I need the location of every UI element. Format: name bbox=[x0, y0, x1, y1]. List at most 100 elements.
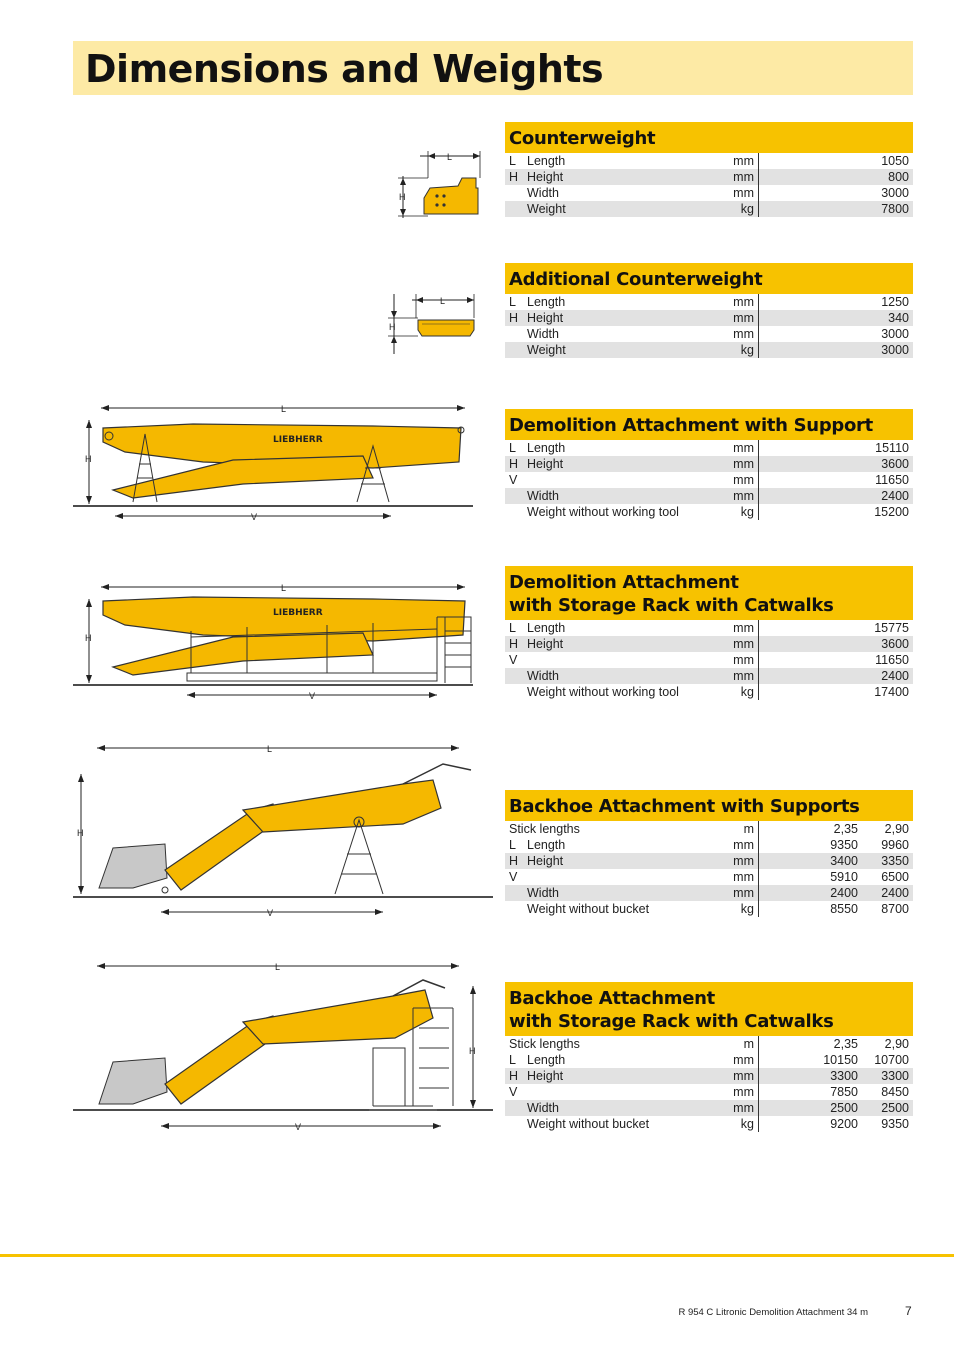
row-symbol: H bbox=[509, 854, 519, 868]
column-divider bbox=[758, 201, 759, 217]
column-divider bbox=[758, 684, 759, 700]
row-value: 2,35 bbox=[833, 1037, 858, 1051]
row-value: 11650 bbox=[875, 473, 909, 487]
row-label: Weight without bucket bbox=[527, 902, 650, 916]
row-symbol: V bbox=[509, 870, 518, 884]
table-row: H Height mm 3600 bbox=[505, 456, 913, 472]
row-value: 2,90 bbox=[884, 822, 909, 836]
row-value: 10150 bbox=[823, 1053, 858, 1067]
brand-logo: LIEBHERR bbox=[273, 435, 323, 445]
row-label: Length bbox=[527, 154, 566, 168]
row-unit: mm bbox=[733, 457, 754, 471]
column-divider bbox=[758, 1116, 759, 1132]
row-label: Stick lengths bbox=[509, 1037, 580, 1051]
dim-h-label: H bbox=[399, 192, 406, 202]
column-divider bbox=[758, 440, 759, 456]
row-label: Width bbox=[527, 186, 559, 200]
page-title: Dimensions and Weights bbox=[85, 47, 604, 91]
row-label: Length bbox=[527, 295, 566, 309]
row-unit: mm bbox=[733, 170, 754, 184]
svg-text:V: V bbox=[295, 1122, 301, 1132]
column-divider bbox=[758, 488, 759, 504]
column-divider bbox=[758, 1036, 759, 1052]
row-label: Width bbox=[527, 1101, 559, 1115]
svg-text:H: H bbox=[85, 454, 92, 464]
column-divider bbox=[758, 342, 759, 358]
row-label: Height bbox=[527, 457, 564, 471]
row-value: 2400 bbox=[881, 669, 909, 683]
row-value: 2,90 bbox=[884, 1037, 909, 1051]
row-value: 2500 bbox=[830, 1101, 858, 1115]
row-label: Height bbox=[527, 311, 564, 325]
row-value: 9960 bbox=[881, 838, 909, 852]
svg-text:H: H bbox=[77, 828, 84, 838]
row-unit: kg bbox=[740, 1117, 754, 1131]
row-unit: mm bbox=[733, 637, 754, 651]
row-value: 340 bbox=[888, 311, 909, 325]
row-symbol: H bbox=[509, 170, 519, 184]
column-divider bbox=[758, 1068, 759, 1084]
section-title-line: with Storage Rack with Catwalks bbox=[509, 595, 834, 616]
row-value: 11650 bbox=[875, 653, 909, 667]
row-unit: kg bbox=[740, 505, 754, 519]
counterweight-drawing: L H bbox=[392, 148, 492, 223]
row-label: Weight bbox=[527, 202, 566, 216]
row-label: Length bbox=[527, 621, 566, 635]
row-unit: mm bbox=[733, 838, 754, 852]
section-title-line: Additional Counterweight bbox=[509, 269, 763, 290]
row-unit: kg bbox=[740, 343, 754, 357]
row-symbol: L bbox=[509, 154, 516, 168]
column-divider bbox=[758, 294, 759, 310]
column-divider bbox=[758, 901, 759, 917]
row-symbol: H bbox=[509, 457, 519, 471]
row-label: Height bbox=[527, 637, 564, 651]
demolition-storage-rack-drawing: L H V LIEBHERR bbox=[73, 577, 473, 705]
column-divider bbox=[758, 310, 759, 326]
column-divider bbox=[758, 821, 759, 837]
column-divider bbox=[758, 185, 759, 201]
row-value: 6500 bbox=[881, 870, 909, 884]
footer-rule bbox=[0, 1254, 954, 1257]
row-value: 800 bbox=[888, 170, 909, 184]
svg-text:V: V bbox=[267, 908, 273, 918]
section-title-line: Demolition Attachment with Support bbox=[509, 415, 873, 436]
row-value: 8450 bbox=[881, 1085, 909, 1099]
row-value: 3000 bbox=[881, 327, 909, 341]
row-value: 1050 bbox=[881, 154, 909, 168]
svg-text:L: L bbox=[281, 404, 286, 414]
row-symbol: V bbox=[509, 473, 518, 487]
row-value: 8550 bbox=[830, 902, 858, 916]
svg-text:V: V bbox=[251, 512, 257, 522]
column-divider bbox=[758, 869, 759, 885]
row-value: 2400 bbox=[881, 489, 909, 503]
row-value: 10700 bbox=[874, 1053, 909, 1067]
row-label: Width bbox=[527, 489, 559, 503]
row-unit: mm bbox=[733, 441, 754, 455]
backhoe-supports-drawing: L H V bbox=[73, 740, 493, 925]
row-label: Stick lengths bbox=[509, 822, 580, 836]
row-unit: mm bbox=[733, 854, 754, 868]
dim-l-label: L bbox=[447, 152, 452, 162]
row-unit: mm bbox=[733, 669, 754, 683]
dim-h-label: H bbox=[389, 322, 396, 332]
row-value: 3600 bbox=[881, 457, 909, 471]
row-unit: mm bbox=[733, 621, 754, 635]
svg-text:L: L bbox=[267, 744, 272, 754]
svg-text:L: L bbox=[275, 962, 280, 972]
row-unit: mm bbox=[733, 295, 754, 309]
